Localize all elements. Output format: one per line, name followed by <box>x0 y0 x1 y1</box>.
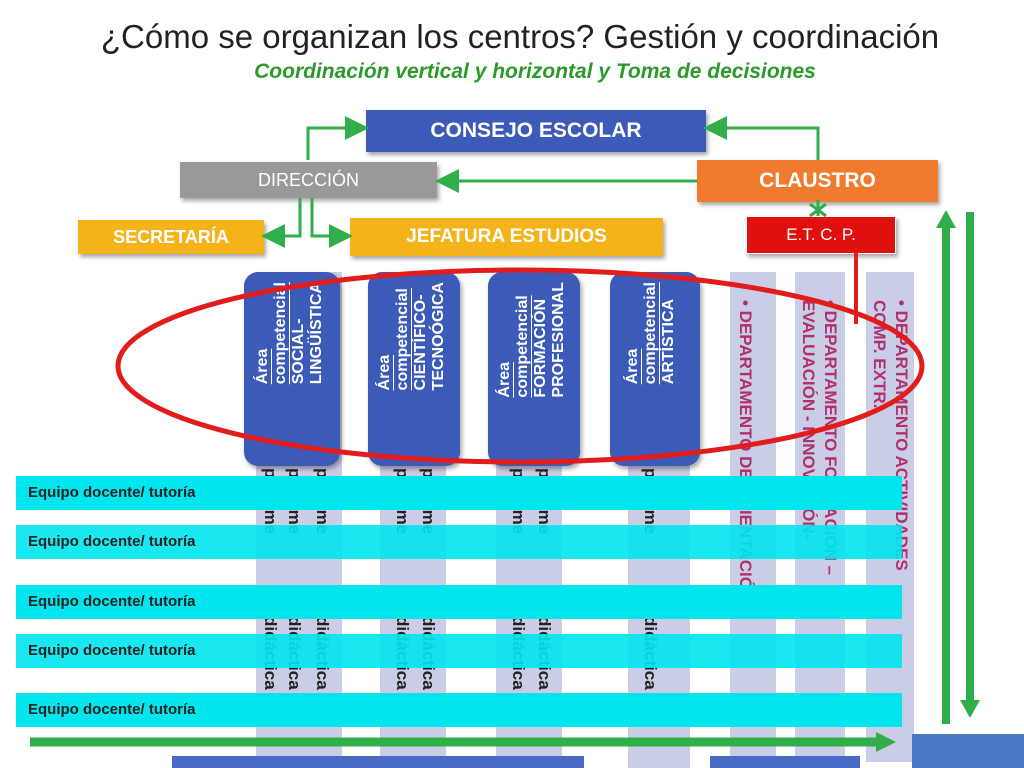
direccion-label: DIRECCIÓN <box>257 169 359 190</box>
arrow-direccion-consejo <box>306 116 369 160</box>
direccion-box[interactable]: DIRECCIÓN <box>180 162 437 198</box>
secretaria-box[interactable]: SECRETARÍA <box>78 220 264 254</box>
etcp-label: E.T. C. P. <box>786 225 856 244</box>
arrow-claustro-etcp <box>809 200 827 218</box>
slide-subtitle: Coordinación vertical y horizontal y Tom… <box>254 60 816 83</box>
team-bar-5[interactable]: Equipo docente/ tutoría <box>16 693 902 727</box>
team-label: Equipo docente/ tutoría <box>28 593 196 610</box>
team-label: Equipo docente/ tutoría <box>28 701 196 718</box>
vertical-arrow-down <box>960 212 980 718</box>
claustro-box[interactable]: CLAUSTRO <box>697 160 938 202</box>
claustro-label: CLAUSTRO <box>759 169 876 192</box>
highlight-ellipse <box>115 267 925 465</box>
bottom-bar-right <box>912 734 1024 768</box>
team-label: Equipo docente/ tutoría <box>28 484 196 501</box>
bottom-bar-left <box>172 756 584 768</box>
team-label: Equipo docente/ tutoría <box>28 642 196 659</box>
team-bar-2[interactable]: Equipo docente/ tutoría <box>16 525 902 559</box>
jefatura-box[interactable]: JEFATURA ESTUDIOS <box>350 218 663 256</box>
jefatura-label: JEFATURA ESTUDIOS <box>406 226 607 247</box>
bottom-bar-mid <box>710 756 860 768</box>
slide-title: ¿Cómo se organizan los centros? Gestión … <box>100 18 940 55</box>
etcp-box[interactable]: E.T. C. P. <box>746 216 896 254</box>
arrow-direccion-jefatura <box>310 198 353 248</box>
team-label: Equipo docente/ tutoría <box>28 533 196 550</box>
consejo-escolar-box[interactable]: CONSEJO ESCOLAR <box>366 110 706 152</box>
arrow-claustro-consejo <box>703 116 820 160</box>
vertical-arrow-up <box>936 210 956 724</box>
secretaria-label: SECRETARÍA <box>113 226 229 247</box>
team-bar-3[interactable]: Equipo docente/ tutoría <box>16 585 902 619</box>
consejo-label: CONSEJO ESCOLAR <box>430 119 642 142</box>
arrow-direccion-secretaria <box>261 198 302 248</box>
team-bar-4[interactable]: Equipo docente/ tutoría <box>16 634 902 668</box>
team-bar-1[interactable]: Equipo docente/ tutoría <box>16 476 902 510</box>
bottom-horizontal-arrow <box>30 732 896 752</box>
